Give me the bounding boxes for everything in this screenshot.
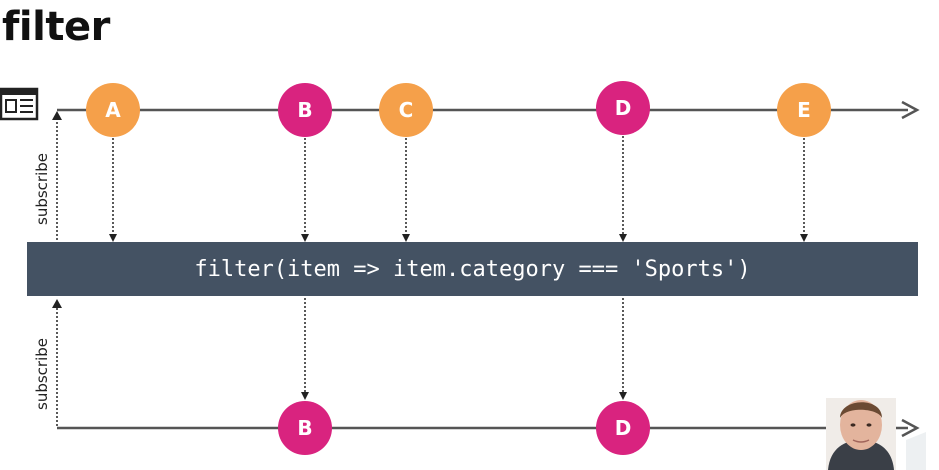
result-marble-b: B (278, 401, 332, 455)
source-marble-b: B (278, 83, 332, 137)
emission-arrows-bottom (301, 298, 627, 400)
diagram-title: filter (2, 4, 110, 50)
newspaper-icon (0, 87, 39, 121)
subscribe-label-top: subscribe (33, 153, 51, 225)
subscribe-label-bottom: subscribe (33, 338, 51, 410)
emission-arrows-top (109, 136, 808, 242)
presenter-avatar (826, 398, 896, 470)
svg-text:D: D (615, 416, 632, 440)
svg-text:B: B (297, 416, 312, 440)
source-marble-d: D (596, 81, 650, 135)
svg-text:A: A (105, 98, 121, 122)
result-timeline-arrow (901, 418, 920, 438)
source-timeline-arrow (901, 100, 920, 120)
result-marble-d: D (596, 401, 650, 455)
watermark-logo (906, 432, 926, 470)
source-marble-e: E (777, 83, 831, 137)
source-marble-c: C (379, 83, 433, 137)
filter-operator-label: filter(item => item.category === 'Sports… (194, 256, 751, 282)
source-marble-a: A (86, 83, 140, 137)
svg-text:B: B (297, 98, 312, 122)
filter-operator-box: filter(item => item.category === 'Sports… (27, 242, 918, 296)
svg-text:E: E (797, 98, 811, 122)
svg-text:C: C (399, 98, 414, 122)
svg-text:D: D (615, 96, 632, 120)
